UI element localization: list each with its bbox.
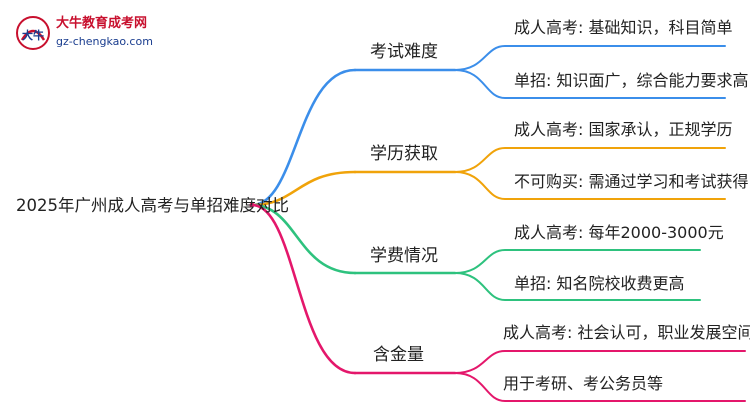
root-connector-dot	[249, 202, 255, 208]
root-node-label: 2025年广州成人高考与单招难度对比	[16, 196, 289, 215]
branch-to-leaf-connector	[454, 272, 701, 301]
branch-label-tuition: 学费情况	[370, 246, 438, 266]
leaf-label: 成人高考: 每年2000-3000元	[514, 223, 724, 242]
branch-to-leaf-connector	[454, 147, 726, 173]
leaf-label: 成人高考: 社会认可，职业发展空间大	[503, 323, 750, 342]
branch-to-leaf-connector	[454, 45, 726, 71]
branch-label-degree-acquisition: 学历获取	[370, 144, 438, 164]
root-to-branch-connector	[250, 203, 357, 275]
logo-mark-icon: 大牛	[16, 16, 50, 50]
logo-mark-text: 大牛	[22, 28, 44, 42]
branch-label-exam-difficulty: 考试难度	[370, 42, 438, 62]
root-to-branch-connector	[250, 203, 357, 375]
branch-to-leaf-connector	[454, 350, 746, 374]
branch-to-leaf-connector	[454, 372, 746, 402]
branch-to-leaf-connector	[454, 249, 701, 274]
root-to-branch-connector	[250, 170, 357, 207]
leaf-label: 成人高考: 基础知识，科目简单	[514, 18, 733, 37]
leaf-label: 单招: 知名院校收费更高	[514, 274, 685, 293]
branch-label-value: 含金量	[373, 345, 424, 365]
leaf-label: 不可购买: 需通过学习和考试获得	[514, 172, 749, 191]
logo-url: gz-chengkao.com	[56, 35, 153, 48]
branch-to-leaf-connector	[454, 171, 726, 200]
leaf-label: 用于考研、考公务员等	[503, 374, 664, 393]
leaf-label: 单招: 知识面广，综合能力要求高	[514, 71, 749, 90]
root-to-branch-connector	[250, 68, 357, 207]
leaf-label: 成人高考: 国家承认，正规学历	[514, 120, 733, 139]
site-logo[interactable]: 大牛 大牛教育成考网 gz-chengkao.com	[14, 14, 164, 54]
branch-to-leaf-connector	[454, 69, 726, 99]
logo-title: 大牛教育成考网	[56, 16, 148, 31]
